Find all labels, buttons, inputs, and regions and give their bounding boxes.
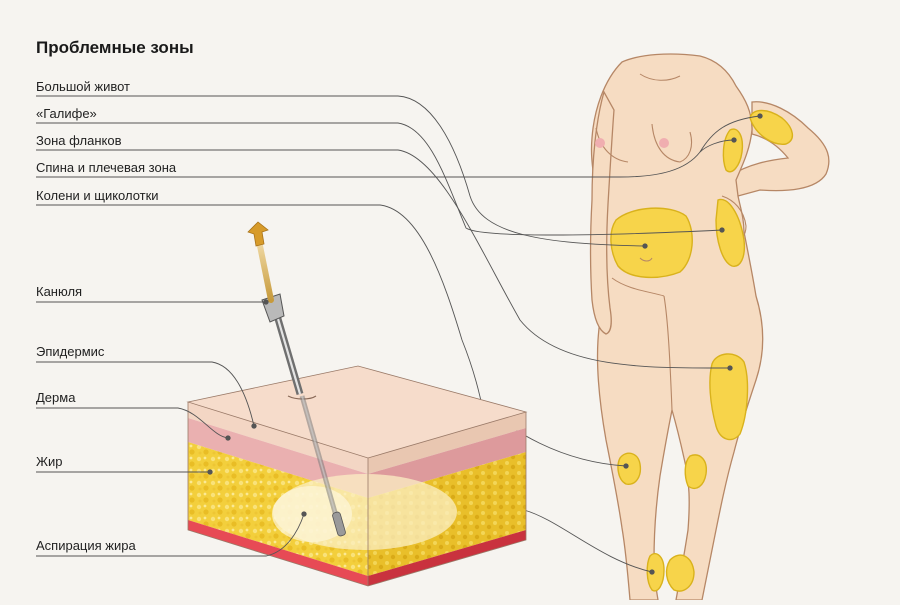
cannula-shaft-hl — [274, 311, 302, 395]
body-figure — [589, 53, 830, 601]
cannula — [247, 221, 346, 537]
skin-cross-section — [186, 365, 528, 587]
leader-ankles — [523, 509, 653, 573]
fat-zone-ankle-left — [646, 552, 665, 592]
block-side-epidermis — [368, 412, 526, 474]
leader-belly-dot — [642, 243, 648, 249]
fat-zone-belly — [610, 207, 693, 279]
label-zone-galife: «Галифе» — [36, 106, 97, 121]
leader-back-dot — [757, 113, 763, 119]
fat-zone-knee-left — [617, 452, 642, 485]
leader-epidermis-dot — [251, 423, 257, 429]
label-epidermis: Эпидермис — [36, 344, 105, 359]
label-aspiration: Аспирация жира — [36, 538, 136, 553]
leader-dermis — [36, 407, 229, 439]
leader-epidermis — [36, 361, 255, 427]
cannula-tip — [332, 511, 346, 537]
cannula-arrow — [247, 221, 269, 247]
label-fat: Жир — [36, 454, 63, 469]
zone-leader-lines — [36, 95, 763, 575]
leader-flanks — [36, 149, 731, 369]
body-collarbone — [639, 73, 681, 81]
leader-galife-dot — [719, 227, 725, 233]
leader-back-branch-dot — [731, 137, 737, 143]
leader-aspiration-dot — [301, 511, 307, 517]
nipple-left — [595, 138, 605, 148]
label-zone-knees: Колени и щиколотки — [36, 188, 159, 203]
layer-leader-lines — [36, 299, 307, 557]
leader-cannula-dot — [263, 299, 269, 305]
cannula-grip — [255, 233, 274, 303]
fat-zone-ankle-right — [665, 554, 695, 592]
leader-fat-dot — [207, 469, 213, 475]
body-crotch-line — [663, 295, 673, 411]
leader-flanks-dot — [727, 365, 733, 371]
label-zone-back: Спина и плечевая зона — [36, 160, 177, 175]
label-cannula: Канюля — [36, 284, 83, 299]
leader-belly — [36, 95, 646, 247]
leader-knees — [36, 204, 627, 467]
fat-zone-knee-right — [684, 454, 707, 490]
fat-zone-flank — [715, 198, 746, 267]
leader-ankles-dot — [649, 569, 655, 575]
fat-zone-back — [722, 128, 744, 173]
block-front-epidermis — [188, 402, 368, 474]
leader-galife — [36, 122, 723, 236]
nipple-right — [659, 138, 669, 148]
block-front-muscle — [188, 520, 368, 586]
leader-knees-dot — [623, 463, 629, 469]
block-side-muscle — [368, 530, 526, 586]
body-chest-left — [595, 127, 629, 163]
cannula-shaft-inside-hl — [301, 395, 341, 531]
page-title: Проблемные зоны — [36, 38, 194, 57]
fat-zone-shoulder — [749, 109, 793, 145]
body-chest-right — [651, 123, 693, 163]
leader-back — [36, 115, 761, 178]
navel — [639, 257, 653, 262]
leader-aspiration — [36, 513, 305, 557]
label-zone-flanks: Зона фланков — [36, 133, 122, 148]
body-belly-fold — [611, 277, 665, 297]
label-dermis: Дерма — [36, 390, 76, 405]
leader-dermis-dot — [225, 435, 231, 441]
fat-zone-galife — [709, 353, 749, 441]
leader-back-branch — [699, 139, 735, 153]
label-zone-belly: Большой живот — [36, 79, 130, 94]
